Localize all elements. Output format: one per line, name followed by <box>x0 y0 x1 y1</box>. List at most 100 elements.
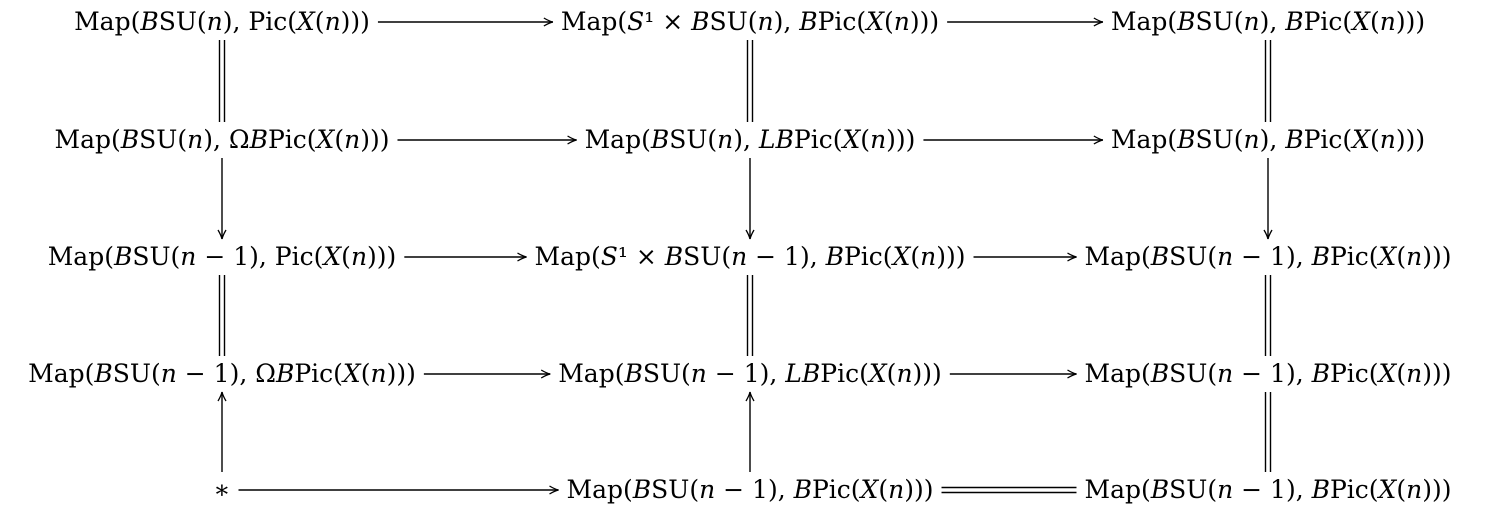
edge-r1c3-r2c3 <box>1264 40 1272 122</box>
arrowhead <box>1093 135 1104 145</box>
node-text-segment: X <box>1378 475 1397 504</box>
node-text-segment: Pic( <box>793 125 843 154</box>
node-text-segment: ))) <box>367 242 397 271</box>
node-text-segment: SU( <box>1195 7 1244 36</box>
node-text-segment: B <box>113 242 133 271</box>
node-text-segment: ( <box>1396 359 1407 388</box>
node-text-segment: n <box>888 475 905 504</box>
node-text-segment: Map( <box>1110 125 1178 154</box>
node-text-segment: X <box>860 475 879 504</box>
edge-r5c1-r4c1 <box>217 391 227 472</box>
node-text-segment: ))) <box>936 242 966 271</box>
node-text-segment: n <box>896 359 913 388</box>
node-text-segment: B <box>1285 7 1304 36</box>
arrowhead <box>540 369 551 379</box>
edge-r1c1-r2c1 <box>218 40 226 122</box>
node-text-segment: B <box>793 475 812 504</box>
node-text-segment: n <box>1217 475 1234 504</box>
node-text-segment: n <box>1243 7 1260 36</box>
node-text-segment: Pic( <box>1303 7 1353 36</box>
arrowhead <box>1067 369 1077 379</box>
node-r5c1: ∗ <box>214 475 231 505</box>
edge-r3c2-r4c2 <box>746 275 754 356</box>
node-text-segment: B <box>1311 475 1330 504</box>
node-r4c1: Map(BSU(n − 1), ΩBPic(X(n))) <box>28 359 416 389</box>
node-text-segment: ))) <box>1422 359 1452 388</box>
node-text-segment: n <box>757 7 774 36</box>
edge-r3c2-r3c3 <box>973 252 1077 262</box>
node-text-segment: − 1), <box>747 242 826 271</box>
edge-r2c1-r2c2 <box>397 135 577 145</box>
arrowhead <box>1067 252 1077 262</box>
node-text-segment: X <box>316 125 335 154</box>
node-text-segment: B <box>825 242 844 271</box>
node-text-segment: − 1), <box>1233 242 1312 271</box>
edge-r1c1-r1c2 <box>377 17 554 27</box>
node-text-segment: n <box>324 7 341 36</box>
node-text-segment: n <box>1217 359 1234 388</box>
node-text-segment: ))) <box>912 359 942 388</box>
arrowhead <box>217 229 227 240</box>
node-text-segment: ( <box>878 475 889 504</box>
node-r1c1: Map(BSU(n), Pic(X(n))) <box>74 7 370 37</box>
node-r5c3: Map(BSU(n − 1), BPic(X(n))) <box>1084 475 1451 505</box>
arrowhead <box>567 135 577 145</box>
arrowhead <box>549 485 559 495</box>
node-text-segment: n <box>370 359 387 388</box>
node-text-segment: Map( <box>558 359 625 388</box>
node-text-segment: ), <box>1259 125 1286 154</box>
node-text-segment: X <box>323 242 342 271</box>
node-text-segment: ( <box>886 359 897 388</box>
node-text-segment: − 1), <box>715 475 794 504</box>
node-text-segment: Pic( <box>1329 359 1379 388</box>
node-text-segment: n <box>344 125 361 154</box>
node-text-segment: Map( <box>47 242 114 271</box>
node-text-segment: Map( <box>584 125 651 154</box>
node-text-segment: SU( <box>1169 475 1218 504</box>
node-text-segment: ))) <box>360 125 390 154</box>
node-text-segment: ))) <box>1422 242 1452 271</box>
node-text-segment: − 1), Pic( <box>196 242 324 271</box>
node-text-segment: B <box>1177 125 1196 154</box>
arrowhead <box>745 391 755 402</box>
node-text-segment: SU( <box>1169 359 1218 388</box>
edge-r4c3-r5c3 <box>1264 392 1272 472</box>
node-text-segment: Pic( <box>1329 242 1379 271</box>
node-text-segment: SU( <box>132 242 181 271</box>
node-text-segment: X <box>842 125 861 154</box>
node-text-segment: X <box>866 7 884 36</box>
node-text-segment: Map( <box>28 359 95 388</box>
node-text-segment: Map( <box>566 475 633 504</box>
arrowhead <box>745 229 755 240</box>
edge-r5c2-r4c2 <box>745 391 755 472</box>
node-text-segment: − 1), <box>706 359 786 388</box>
node-text-segment: Pic( <box>843 242 893 271</box>
node-text-segment: ), Pic( <box>222 7 297 36</box>
node-text-segment: ( <box>860 125 871 154</box>
edge-r4c2-r4c3 <box>949 369 1077 379</box>
node-text-segment: S <box>627 7 645 36</box>
node-text-segment: ∗ <box>213 475 231 504</box>
node-text-segment: B <box>799 7 818 36</box>
node-text-segment: ( <box>360 359 371 388</box>
node-text-segment: − 1), Ω <box>176 359 276 388</box>
node-text-segment: B <box>650 125 670 154</box>
node-text-segment: n <box>690 359 707 388</box>
node-text-segment: − 1), <box>1233 475 1312 504</box>
node-text-segment: n <box>699 475 716 504</box>
node-text-segment: B <box>1177 7 1196 36</box>
edge-r2c1-r3c1 <box>217 158 227 240</box>
node-text-segment: n <box>1379 125 1396 154</box>
node-r4c2: Map(BSU(n − 1), LBPic(X(n))) <box>558 359 942 389</box>
node-text-segment: B <box>632 475 652 504</box>
node-r1c3: Map(BSU(n), BPic(X(n))) <box>1111 7 1425 37</box>
node-text-segment: B <box>275 359 295 388</box>
node-text-segment: n <box>180 242 197 271</box>
node-text-segment: ))) <box>1422 475 1452 504</box>
node-text-segment: ¹ × <box>644 7 692 36</box>
node-text-segment: LB <box>785 359 821 388</box>
node-text-segment: n <box>731 242 748 271</box>
arrowhead <box>217 391 227 402</box>
edge-r5c1-r5c2 <box>238 485 559 495</box>
